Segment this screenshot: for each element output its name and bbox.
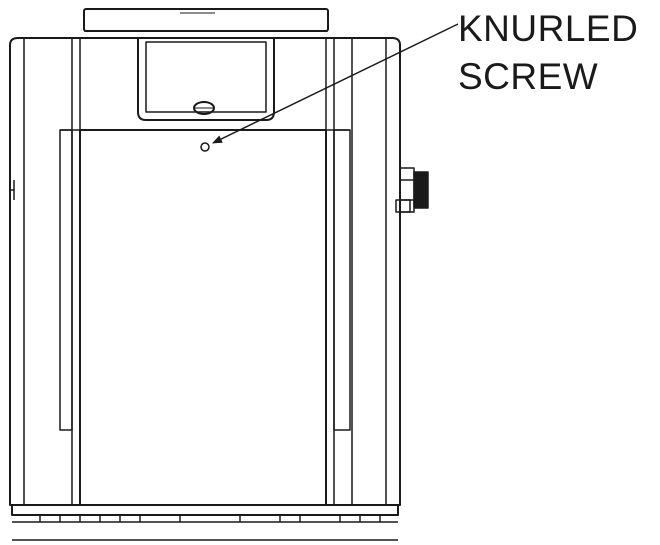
side-slots bbox=[59, 129, 351, 431]
side-fitting bbox=[395, 167, 429, 213]
base-ticks bbox=[39, 515, 381, 522]
front-access-door bbox=[60, 129, 350, 506]
top-cap bbox=[83, 8, 329, 32]
callout-label-knurled: KNURLED bbox=[458, 8, 639, 49]
control-window bbox=[137, 38, 275, 121]
knurled-screw bbox=[200, 142, 210, 152]
heater-base bbox=[11, 504, 399, 541]
callout-leader-line bbox=[212, 23, 459, 144]
heater-housing bbox=[9, 37, 401, 506]
callout-label-screw: SCREW bbox=[458, 56, 599, 97]
